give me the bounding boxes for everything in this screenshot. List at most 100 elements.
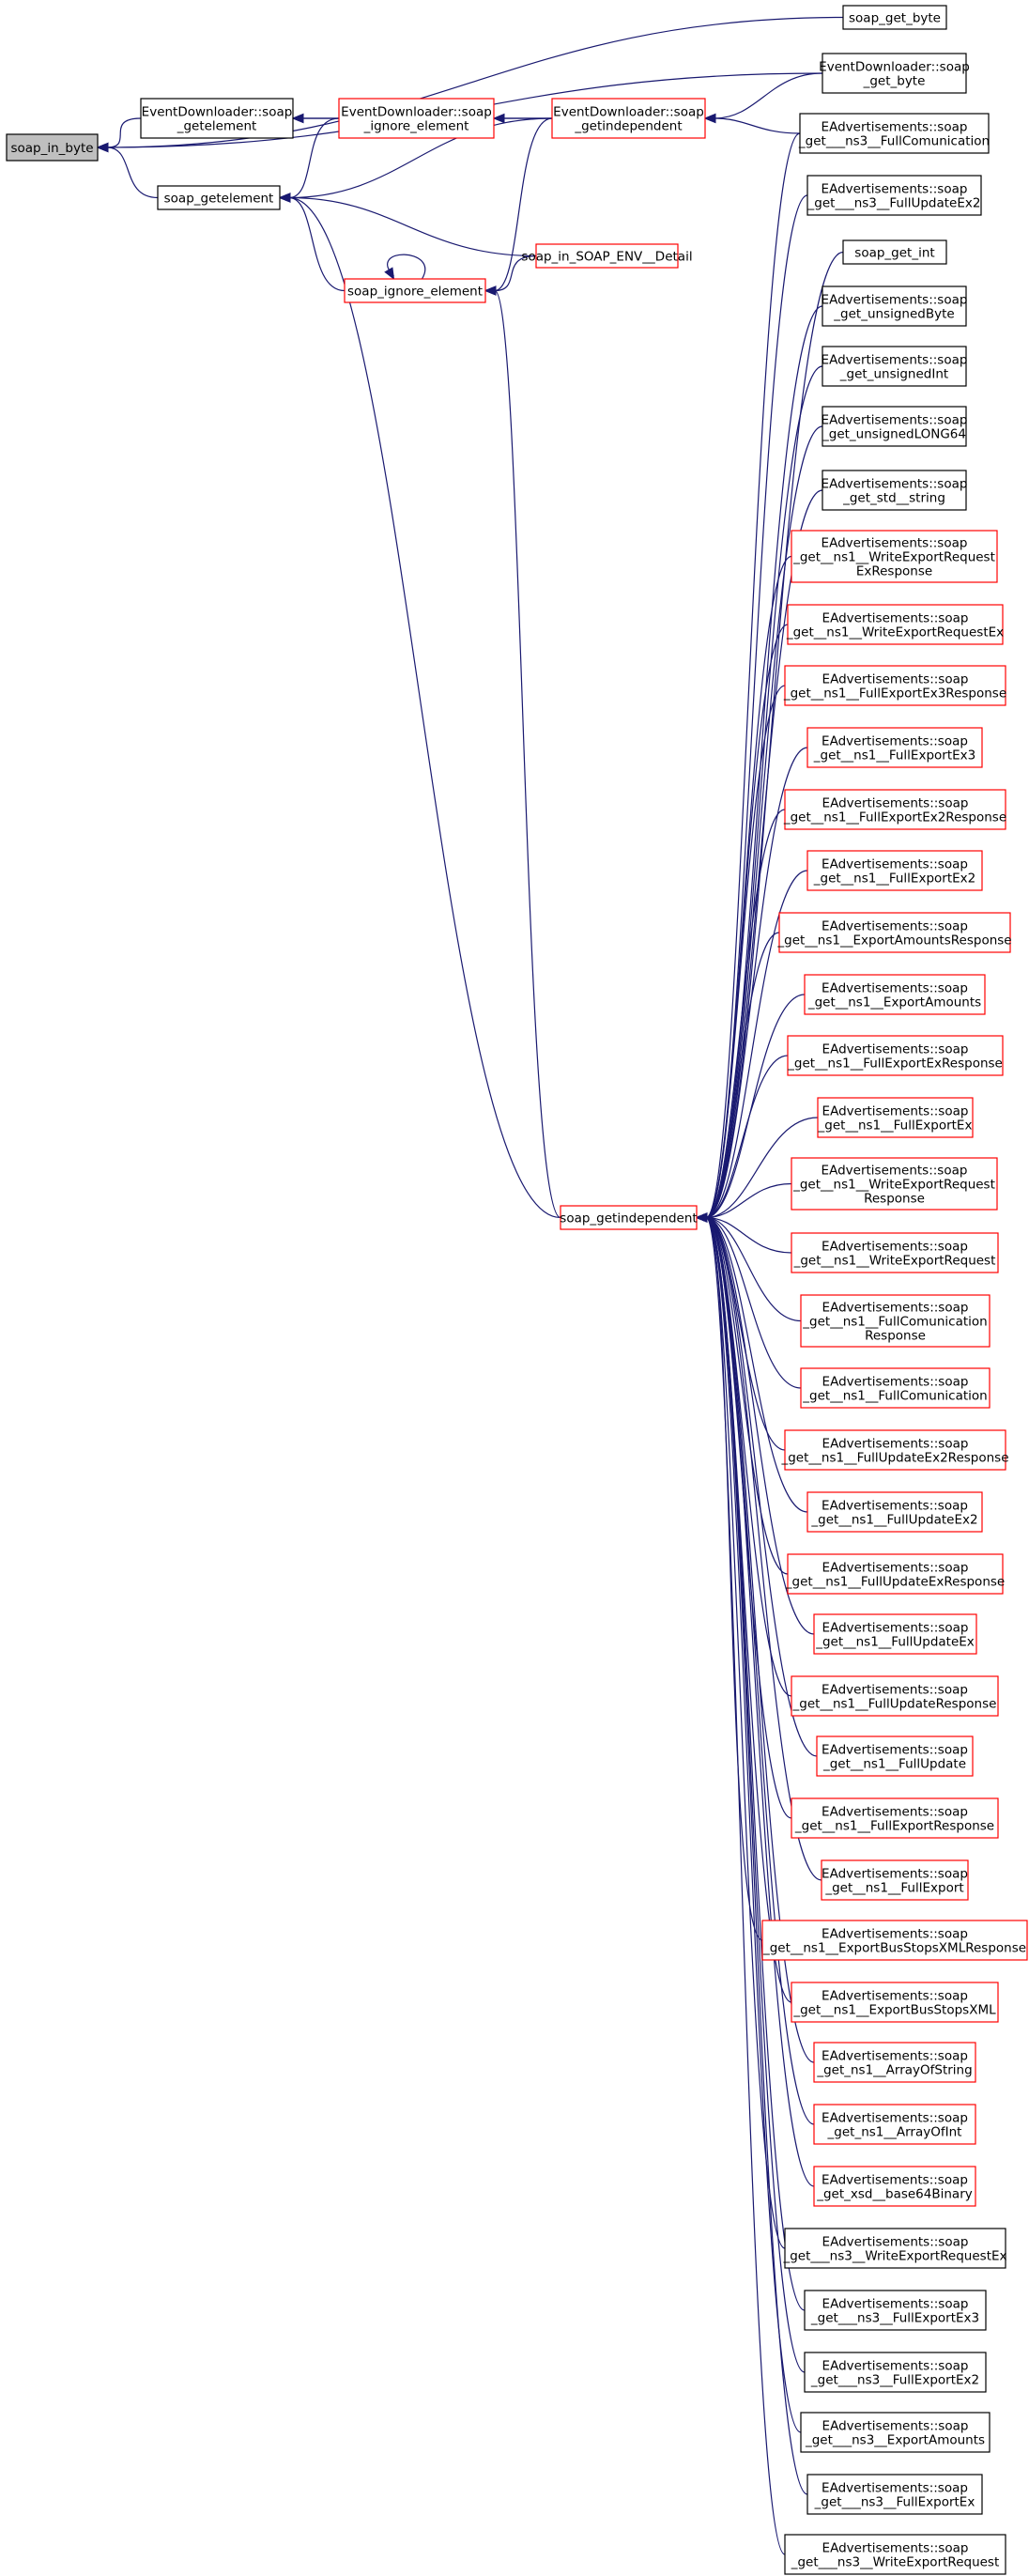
- node-box: [551, 98, 706, 139]
- node-eadvertisements-soap-get-unsignedint[interactable]: EAdvertisements::soap_get_unsignedInt: [822, 346, 968, 387]
- node-eadvertisements-soap-get-ns1-fullupdateresponse[interactable]: EAdvertisements::soap_get__ns1__FullUpda…: [791, 1675, 999, 1717]
- node-soap-ignore-element[interactable]: soap_ignore_element: [344, 278, 486, 303]
- node-label-line: _get___ns3__ExportAmounts: [805, 2433, 985, 2448]
- node-eadvertisements-soap-get-ns1-writeexportrequest[interactable]: EAdvertisements::soap_get__ns1__WriteExp…: [791, 1232, 999, 1273]
- edge-c25-to-n7: [695, 1212, 789, 1575]
- node-box: [813, 1613, 977, 1655]
- node-label-line: EAdvertisements::soap: [822, 2235, 969, 2250]
- node-eadvertisements-soap-get-ns3-exportamounts[interactable]: EAdvertisements::soap_get___ns3__ExportA…: [800, 2412, 991, 2453]
- node-label-line: _get_unsignedByte: [833, 307, 954, 322]
- node-box: [813, 2042, 976, 2083]
- node-label-line: _get__ns1__FullExportEx3: [813, 748, 975, 764]
- node-label-line: _getelement: [177, 119, 257, 134]
- edge-n5-to-n4: [484, 117, 553, 296]
- node-box: [800, 2412, 991, 2453]
- node-eadvertisements-soap-get-unsignedbyte[interactable]: EAdvertisements::soap_get_unsignedByte: [822, 285, 968, 327]
- edge-line: [288, 196, 561, 1219]
- edge-arrowhead: [492, 113, 505, 124]
- node-eadvertisements-soap-get-ns1-writeexportrequestexresponse[interactable]: EAdvertisements::soap_get__ns1__WriteExp…: [791, 530, 998, 583]
- node-eadvertisements-soap-get-ns1-exportbusstopsxmlresponse[interactable]: EAdvertisements::soap_get__ns1__ExportBu…: [761, 1920, 1028, 1961]
- node-eadvertisements-soap-get-ns1-fullupdateex2[interactable]: EAdvertisements::soap_get__ns1__FullUpda…: [806, 1491, 983, 1533]
- node-label-line: _get_byte: [863, 74, 926, 89]
- node-eadvertisements-soap-get-ns1-fullexportexresponse[interactable]: EAdvertisements::soap_get__ns1__FullExpo…: [787, 1035, 1004, 1076]
- node-label-line: _get__ns1__FullUpdateEx2Response: [780, 1451, 1008, 1466]
- node-eadvertisements-soap-get-ns1-fullupdateexresponse[interactable]: EAdvertisements::soap_get__ns1__FullUpda…: [785, 1553, 1005, 1595]
- node-soap-in-byte[interactable]: soap_in_byte: [6, 133, 99, 162]
- node-label-line: EAdvertisements::soap: [822, 1805, 968, 1820]
- node-eadvertisements-soap-get-ns3-fullcomunication[interactable]: EAdvertisements::soap_get___ns3__FullCom…: [798, 113, 990, 154]
- node-eadvertisements-soap-get-ns1-exportbusstopsxml[interactable]: EAdvertisements::soap_get__ns1__ExportBu…: [791, 1982, 999, 2023]
- node-eadvertisements-soap-get-ns3-writeexportrequestex[interactable]: EAdvertisements::soap_get___ns3__WriteEx…: [782, 2228, 1007, 2269]
- node-label-line: _get__ns1__FullExportEx2Response: [783, 810, 1006, 825]
- node-eadvertisements-soap-get-ns1-arrayofstring[interactable]: EAdvertisements::soap_get_ns1__ArrayOfSt…: [813, 2042, 976, 2083]
- node-box: [822, 406, 967, 447]
- node-label-line: EAdvertisements::soap: [822, 1621, 969, 1636]
- node-eventdownloader-soap-get-byte[interactable]: EventDownloader::soap_get_byte: [819, 53, 970, 94]
- node-eadvertisements-soap-get-ns1-fullupdate[interactable]: EAdvertisements::soap_get__ns1__FullUpda…: [816, 1735, 974, 1777]
- node-box: [842, 5, 947, 30]
- node-box: [800, 1367, 991, 1409]
- node-soap-in-soap-env-detail[interactable]: soap_in_SOAP_ENV__Detail: [521, 243, 693, 269]
- node-label-line: EAdvertisements::soap: [822, 2359, 969, 2374]
- node-eadvertisements-soap-get-ns1-fullupdateex2response[interactable]: EAdvertisements::soap_get__ns1__FullUpda…: [780, 1429, 1009, 1471]
- node-soap-getelement[interactable]: soap_getelement: [157, 185, 281, 210]
- node-eadvertisements-soap-get-ns1-fullexportex3[interactable]: EAdvertisements::soap_get__ns1__FullExpo…: [806, 727, 983, 768]
- edge-arrowhead: [291, 113, 304, 124]
- node-label-line: _get__ns1__FullExportEx: [818, 1118, 973, 1134]
- node-eadvertisements-soap-get-ns1-fullcomunication[interactable]: EAdvertisements::soap_get__ns1__FullComu…: [800, 1367, 991, 1409]
- edge-line: [705, 1055, 789, 1219]
- node-eadvertisements-soap-get-xsd-base64binary[interactable]: EAdvertisements::soap_get_xsd__base64Bin…: [813, 2166, 976, 2207]
- node-eadvertisements-soap-get-ns1-exportamountsresponse[interactable]: EAdvertisements::soap_get__ns1__ExportAm…: [776, 912, 1012, 953]
- node-label-line: EAdvertisements::soap: [822, 353, 968, 368]
- node-eadvertisements-soap-get-ns1-fullexport[interactable]: EAdvertisements::soap_get__ns1__FullExpo…: [821, 1859, 969, 1901]
- node-label-line: EAdvertisements::soap: [822, 2419, 969, 2434]
- node-eadvertisements-soap-get-ns1-fullexportex2[interactable]: EAdvertisements::soap_get__ns1__FullExpo…: [806, 850, 983, 891]
- node-box: [344, 278, 486, 303]
- edge-line: [705, 809, 786, 1219]
- node-box: [157, 185, 281, 210]
- node-label-line: _get___ns3__FullComunication: [798, 134, 990, 149]
- node-eadvertisements-soap-get-std-string[interactable]: EAdvertisements::soap_get_std__string: [822, 470, 968, 511]
- node-soap-get-byte[interactable]: soap_get_byte: [842, 5, 947, 30]
- node-box: [816, 1735, 974, 1777]
- node-eadvertisements-soap-get-ns3-writeexportrequest[interactable]: EAdvertisements::soap_get___ns3__WriteEx…: [784, 2534, 1006, 2575]
- node-box: [791, 1675, 999, 1717]
- node-eventdownloader-soap-ignore-element[interactable]: EventDownloader::soap_ignore_element: [338, 98, 495, 139]
- node-label-line: _get__ns1__FullComunication: [802, 1315, 987, 1330]
- node-eadvertisements-soap-get-ns3-fullexportex[interactable]: EAdvertisements::soap_get___ns3__FullExp…: [806, 2474, 983, 2515]
- edge-n7-to-n2: [278, 193, 561, 1219]
- edge-c36-to-n7: [695, 1212, 786, 2249]
- node-eadvertisements-soap-get-ns1-exportamounts[interactable]: EAdvertisements::soap_get__ns1__ExportAm…: [804, 974, 986, 1015]
- edge-line: [387, 254, 426, 280]
- node-eadvertisements-soap-get-ns1-fullcomunicationresponse[interactable]: EAdvertisements::soap_get__ns1__FullComu…: [800, 1294, 991, 1348]
- node-label-line: EAdvertisements::soap: [822, 1104, 969, 1119]
- node-label-line: EAdvertisements::soap: [822, 1561, 969, 1576]
- node-eadvertisements-soap-get-ns1-writeexportrequestex[interactable]: EAdvertisements::soap_get__ns1__WriteExp…: [786, 604, 1004, 645]
- node-box: [804, 974, 986, 1015]
- node-eadvertisements-soap-get-ns1-arrayofint[interactable]: EAdvertisements::soap_get_ns1__ArrayOfIn…: [813, 2104, 976, 2145]
- node-label-line: _get_xsd__base64Binary: [816, 2187, 973, 2202]
- node-label-line: EAdvertisements::soap: [822, 2111, 968, 2126]
- node-eadvertisements-soap-get-ns1-writeexportrequestresponse[interactable]: EAdvertisements::soap_get__ns1__WriteExp…: [791, 1157, 998, 1211]
- node-eadvertisements-soap-get-ns1-fullexportex2response[interactable]: EAdvertisements::soap_get__ns1__FullExpo…: [783, 789, 1006, 830]
- node-eadvertisements-soap-get-ns1-fullexportresponse[interactable]: EAdvertisements::soap_get__ns1__FullExpo…: [791, 1797, 999, 1839]
- node-soap-get-int[interactable]: soap_get_int: [842, 239, 947, 265]
- edge-n6-to-n2: [278, 193, 537, 257]
- node-box: [338, 98, 495, 139]
- node-eadvertisements-soap-get-unsignedlong64[interactable]: EAdvertisements::soap_get_unsignedLONG64: [822, 406, 968, 447]
- node-eadvertisements-soap-get-ns3-fullexportex3[interactable]: EAdvertisements::soap_get___ns3__FullExp…: [804, 2290, 987, 2331]
- node-eadvertisements-soap-get-ns3-fullexportex2[interactable]: EAdvertisements::soap_get___ns3__FullExp…: [804, 2352, 987, 2393]
- node-eadvertisements-soap-get-ns1-fullexportex[interactable]: EAdvertisements::soap_get__ns1__FullExpo…: [817, 1097, 974, 1138]
- node-eadvertisements-soap-get-ns1-fullupdateex[interactable]: EAdvertisements::soap_get__ns1__FullUpda…: [813, 1613, 977, 1655]
- node-box: [761, 1920, 1028, 1961]
- edge-line: [705, 1216, 815, 2125]
- node-eadvertisements-soap-get-ns3-fullupdateex2[interactable]: EAdvertisements::soap_get___ns3__FullUpd…: [806, 175, 982, 216]
- node-label-line: EAdvertisements::soap: [822, 477, 968, 492]
- node-eadvertisements-soap-get-ns1-fullexportex3response[interactable]: EAdvertisements::soap_get__ns1__FullExpo…: [783, 665, 1006, 706]
- node-eventdownloader-soap-getindependent[interactable]: EventDownloader::soap_getindependent: [551, 98, 706, 139]
- node-box: [821, 1859, 969, 1901]
- node-eventdownloader-soap-getelement[interactable]: EventDownloader::soap_getelement: [140, 98, 294, 139]
- node-soap-getindependent[interactable]: soap_getindependent: [560, 1205, 698, 1230]
- node-label-line: _get___ns3__FullExportEx: [814, 2495, 975, 2510]
